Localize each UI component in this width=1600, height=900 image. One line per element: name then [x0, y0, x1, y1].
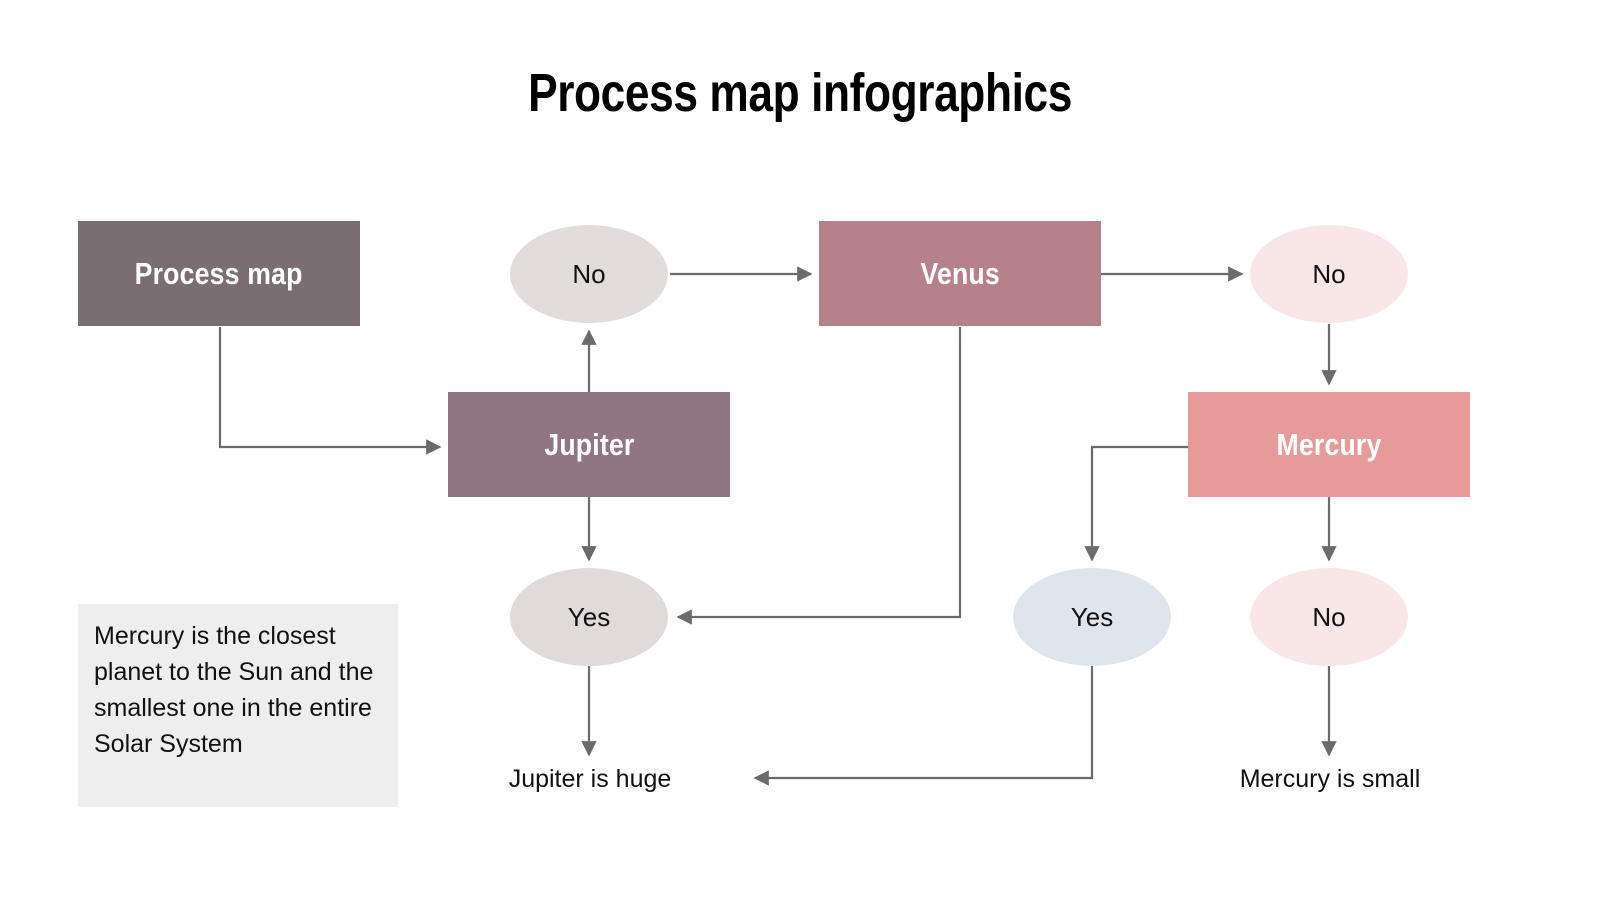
endpoint-mercury-small: Mercury is small [1239, 765, 1421, 793]
node-decision-yes-mid-label: Yes [1070, 601, 1114, 632]
node-process-map-label: Process map [135, 255, 303, 291]
node-decision-no-topright-label: No [1312, 258, 1346, 289]
edge-yes-mid-to-jupiter-huge [753, 666, 1094, 786]
node-venus[interactable]: Venus [819, 221, 1101, 326]
node-decision-no-topright[interactable]: No [1250, 225, 1408, 323]
node-venus-label: Venus [920, 255, 1000, 291]
node-decision-no-botright[interactable]: No [1250, 568, 1408, 666]
node-mercury[interactable]: Mercury [1188, 392, 1470, 497]
side-note-box: Mercury is the closest planet to the Sun… [78, 604, 398, 807]
node-process-map[interactable]: Process map [78, 221, 360, 326]
endpoint-jupiter-huge: Jupiter is huge [508, 765, 672, 793]
node-mercury-label: Mercury [1276, 426, 1382, 462]
node-decision-yes-left[interactable]: Yes [510, 568, 668, 666]
page-title: Process map infographics [528, 63, 1072, 123]
node-decision-no-left-label: No [572, 258, 606, 289]
node-decision-yes-mid[interactable]: Yes [1013, 568, 1171, 666]
node-decision-no-botright-label: No [1312, 601, 1346, 632]
node-decision-no-left[interactable]: No [510, 225, 668, 323]
side-note-text: Mercury is the closest planet to the Sun… [94, 622, 374, 758]
edge-mercury-to-yes-mid [1084, 445, 1188, 562]
node-decision-yes-left-label: Yes [567, 601, 611, 632]
node-jupiter-label: Jupiter [543, 426, 635, 462]
edge-process-map-to-jupiter [218, 327, 442, 455]
node-jupiter[interactable]: Jupiter [448, 392, 730, 497]
